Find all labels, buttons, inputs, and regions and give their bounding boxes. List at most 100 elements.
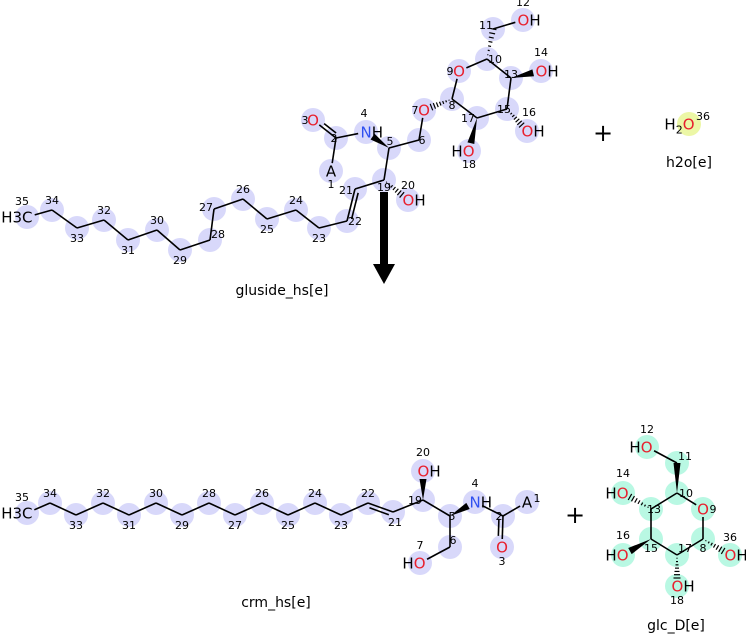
atom-number-gluside-5: 5 (387, 135, 394, 148)
single-bond (213, 198, 244, 210)
atom-label-gluside-14: OH (536, 63, 559, 81)
single-bond (76, 219, 105, 229)
atom-number-crm-27: 27 (228, 519, 242, 532)
single-bond (318, 220, 348, 229)
atom-number-gluside-22: 22 (348, 215, 362, 228)
hash-bond (627, 493, 649, 509)
atom-number-gluside-28: 28 (211, 228, 225, 241)
gluside-name: gluside_hs[e] (235, 283, 328, 299)
single-bond (506, 77, 512, 110)
wedge-bond (511, 69, 535, 78)
atom-number-gluside-7: 7 (412, 104, 419, 117)
atom-number-gluside-14: 14 (534, 46, 548, 59)
atom-number-crm-31: 31 (122, 519, 136, 532)
atom-number-glc-18: 18 (670, 594, 684, 607)
atom-number-crm-19: 19 (408, 494, 422, 507)
atom-highlight-gluside-18 (457, 139, 481, 163)
single-bond (466, 58, 488, 69)
hash-bond (705, 539, 726, 555)
double-bond (346, 188, 356, 222)
single-bond (481, 504, 504, 517)
double-bond-inner (369, 507, 390, 516)
atom-number-gluside-6: 6 (419, 134, 426, 147)
atom-number-gluside-15: 15 (497, 103, 511, 116)
wedge-bond (419, 479, 427, 500)
atom-number-gluside-25: 25 (260, 223, 274, 236)
hash-bond (673, 557, 681, 579)
atom-number-crm-3: 3 (499, 555, 506, 568)
atom-highlight-gluside-3 (301, 108, 325, 132)
atom-number-gluside-34: 34 (45, 194, 59, 207)
atom-number-crm-5: 5 (449, 510, 456, 523)
atom-label-crm-1: A (522, 494, 533, 512)
single-bond (388, 139, 420, 149)
wedge-bond (673, 463, 681, 493)
atom-number-gluside-24: 24 (289, 194, 303, 207)
atom-label-gluside-18: HO (451, 143, 474, 161)
single-bond (261, 502, 289, 516)
atom-highlight-crm-7 (408, 551, 432, 575)
atom-number-crm-25: 25 (281, 519, 295, 532)
atom-label-crm-35: H3C (1, 505, 32, 523)
atom-label-glc-36: OH (725, 547, 746, 565)
single-bond (451, 98, 478, 119)
atom-number-glc-8: 8 (700, 542, 707, 555)
atom-number-crm-1: 1 (534, 492, 541, 505)
single-bond (234, 502, 263, 516)
atom-label-crm-3: O (496, 539, 508, 557)
hash-bond (487, 27, 497, 56)
atom-number-gluside-3: 3 (302, 114, 309, 127)
atom-number-crm-20: 20 (416, 446, 430, 459)
plus-sign-bottom: + (565, 501, 585, 529)
atom-number-gluside-35: 35 (15, 195, 29, 208)
atom-number-crm-35: 35 (15, 491, 29, 504)
atom-label-glc-18: OH (672, 578, 695, 596)
atom-highlight-crm-20 (411, 459, 435, 483)
single-bond (340, 502, 369, 516)
atom-number-gluside-26: 26 (236, 183, 250, 196)
hash-bond (508, 110, 525, 128)
single-bond (650, 538, 678, 556)
atom-label-gluside-12: OH (518, 12, 541, 30)
single-bond (287, 502, 316, 516)
atom-highlight-gluside-35 (15, 205, 39, 229)
single-bond (242, 198, 268, 220)
single-bond (102, 502, 130, 516)
atom-label-crm-4: NH (470, 494, 493, 512)
atom-label-crm-7: HO (402, 555, 425, 573)
single-bond (34, 209, 53, 216)
atom-number-glc-15: 15 (644, 542, 658, 555)
atom-number-gluside-8: 8 (449, 99, 456, 112)
single-bond (49, 502, 77, 516)
atom-label-h2o-36: H2O (664, 116, 694, 137)
single-bond (181, 502, 210, 516)
atom-label-glc-12: HO (629, 439, 652, 457)
single-bond (354, 179, 385, 190)
single-bond (266, 209, 297, 220)
atom-highlight-glc-12 (635, 435, 659, 459)
atom-number-crm-4: 4 (472, 477, 479, 490)
atom-number-crm-22: 22 (361, 487, 375, 500)
atom-number-gluside-10: 10 (488, 53, 502, 66)
single-bond (676, 492, 697, 506)
single-bond (418, 117, 424, 141)
atom-number-gluside-16: 16 (522, 106, 536, 119)
bonds (34, 21, 726, 579)
h2o-name: h2o[e] (666, 155, 712, 171)
single-bond (208, 502, 236, 516)
single-bond (650, 492, 678, 510)
atom-number-gluside-4: 4 (361, 107, 368, 120)
atom-highlight-gluside-1 (319, 159, 343, 183)
atom-label-glc-9: O (697, 501, 709, 519)
double-bond-inner (350, 192, 359, 220)
atom-number-crm-7: 7 (417, 539, 424, 552)
single-bond (209, 208, 215, 241)
atom-number-crm-33: 33 (69, 519, 83, 532)
single-bond (295, 209, 320, 229)
atom-number-gluside-13: 13 (504, 68, 518, 81)
single-bond (422, 499, 451, 517)
double-bond (501, 515, 504, 540)
single-bond (75, 502, 104, 516)
atom-number-gluside-2: 2 (331, 132, 338, 145)
